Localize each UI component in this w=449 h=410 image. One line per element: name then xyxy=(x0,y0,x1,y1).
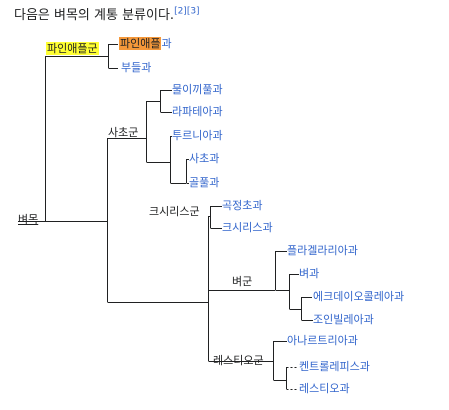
node-poales-root[interactable]: 벼목 xyxy=(18,213,39,226)
node-flagellariaceae[interactable]: 플라겔라리아과 xyxy=(287,244,358,257)
node-joinvilleaceae[interactable]: 조인빌레아과 xyxy=(313,313,374,326)
node-bromeliaceae[interactable]: 파인애플과 xyxy=(119,37,172,51)
node-graminid-clade: 벼군 xyxy=(232,275,253,288)
node-mayacaceae[interactable]: 물이끼풀과 xyxy=(172,83,223,96)
node-eriocaulaceae[interactable]: 곡정초과 xyxy=(222,199,263,212)
node-thurniaceae[interactable]: 투르니아과 xyxy=(172,129,223,142)
node-restiid-clade: 레스티오군 xyxy=(213,354,264,367)
node-xyridaceae[interactable]: 크시리스과 xyxy=(222,221,273,234)
reference-3[interactable]: [3] xyxy=(186,6,200,17)
node-poaceae[interactable]: 벼과 xyxy=(299,267,320,280)
reference-links: [2][3] xyxy=(174,7,200,17)
node-cyperaceae[interactable]: 사초과 xyxy=(189,152,220,165)
node-cyperid-clade: 사초군 xyxy=(108,126,139,139)
bromeliaceae-highlight: 파인애플 xyxy=(119,37,162,50)
node-xyrid-clade: 크시리스군 xyxy=(149,205,200,218)
node-rapateaceae[interactable]: 라파테아과 xyxy=(172,105,223,118)
intro-text: 다음은 벼목의 계통 분류이다.[2][3] xyxy=(14,4,200,23)
node-juncaceae[interactable]: 골풀과 xyxy=(189,176,220,189)
node-typhaceae[interactable]: 부들과 xyxy=(121,61,152,74)
intro-sentence: 다음은 벼목의 계통 분류이다. xyxy=(14,8,175,23)
reference-2[interactable]: [2] xyxy=(174,6,187,17)
bromeliaceae-suffix: 과 xyxy=(161,37,172,50)
node-restionaceae[interactable]: 레스티오과 xyxy=(299,382,350,395)
node-ecdeiocoleaceae[interactable]: 에크데이오콜레아과 xyxy=(313,290,405,303)
node-bromeliad-clade: 파인애플군 xyxy=(46,42,99,55)
node-centrolepidaceae[interactable]: 켄트롤레피스과 xyxy=(299,360,370,373)
node-anarthriaceae[interactable]: 아나르트리아과 xyxy=(287,334,358,347)
